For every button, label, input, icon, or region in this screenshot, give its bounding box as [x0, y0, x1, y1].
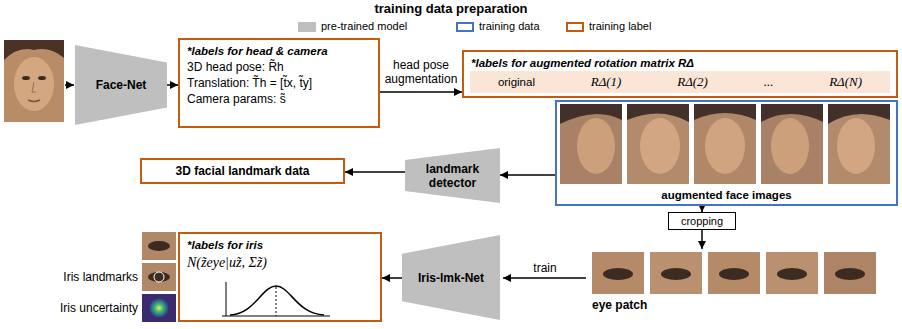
eye-patches	[592, 252, 876, 294]
connector-arrow	[345, 171, 405, 173]
rotation-band: original RΔ(1) RΔ(2)... RΔ(N)	[470, 71, 890, 93]
label-box: *labels for irisN(z̃eye|uz̃, Σz̃)	[178, 232, 382, 322]
legend-text: training data	[479, 20, 540, 33]
legend-item: pre-trained model	[298, 20, 407, 33]
legend-swatch	[456, 22, 474, 32]
input-arrow	[65, 84, 74, 86]
gaussian-curve	[222, 282, 330, 316]
connector-arrow	[500, 174, 555, 176]
label-box: *labels for head & camera3D head pose: R…	[178, 38, 380, 128]
node-text: Camera params: s̃	[187, 91, 371, 107]
legend-item: training label	[566, 20, 651, 33]
diagram-title: training data preparation	[0, 1, 902, 16]
node-text: ...	[764, 74, 774, 90]
text-label: eye patch	[592, 298, 672, 312]
node-text: RΔ(N)	[829, 74, 862, 90]
network-block: Iris-lmk-Net	[402, 235, 500, 320]
text-label: Iris uncertainty	[24, 301, 138, 315]
trapezoid-fill	[402, 235, 500, 320]
node-text: RΔ(2)	[677, 74, 708, 90]
legend-text: pre-trained model	[321, 20, 407, 33]
legend-swatch	[298, 22, 316, 32]
network-block: Face-Net	[75, 45, 167, 125]
label-box: 3D facial landmark data	[140, 158, 345, 184]
trapezoid-fill	[405, 148, 500, 203]
crop-arrow	[701, 230, 703, 249]
node-text: 3D head pose: R̃h	[187, 59, 371, 75]
process-box: cropping	[668, 212, 736, 230]
node-text: landmark detector	[405, 162, 500, 190]
node-text: Translation: T̃h = [t̃x, t̃y]	[187, 75, 371, 91]
connector-arrow	[380, 91, 462, 93]
node-text: *labels for iris	[187, 237, 373, 253]
legend-item: training data	[456, 20, 540, 33]
connector-arrow	[167, 84, 178, 86]
node-text: *labels for head & camera	[187, 43, 371, 59]
node-text: Iris-lmk-Net	[418, 271, 484, 285]
text-label: train	[518, 261, 572, 275]
edge-label: head pose augmentation	[381, 58, 461, 86]
node-text: original	[498, 74, 535, 90]
node-text: *labels for augmented rotation matrix RΔ	[471, 55, 889, 71]
legend-swatch	[566, 22, 584, 32]
node-text: N(z̃eye|uz̃, Σz̃)	[187, 253, 373, 273]
node-text: RΔ(1)	[591, 74, 622, 90]
legend-text: training label	[589, 20, 651, 33]
train-arrow	[503, 277, 586, 279]
trapezoid-fill	[75, 45, 167, 125]
data-box: augmented face images	[555, 100, 898, 206]
augmented-faces	[560, 104, 890, 184]
label-box: *labels for augmented rotation matrix RΔ…	[462, 50, 898, 98]
text-label: Iris landmarks	[30, 270, 138, 284]
network-block: landmark detector	[405, 148, 500, 203]
node-text: 3D facial landmark data	[175, 164, 309, 178]
node-text: augmented face images	[661, 188, 791, 202]
connector-arrow	[382, 277, 402, 279]
face-photo	[4, 40, 64, 122]
node-text: cropping	[681, 215, 723, 228]
node-text: Face-Net	[96, 78, 147, 92]
iris-images	[142, 232, 176, 322]
